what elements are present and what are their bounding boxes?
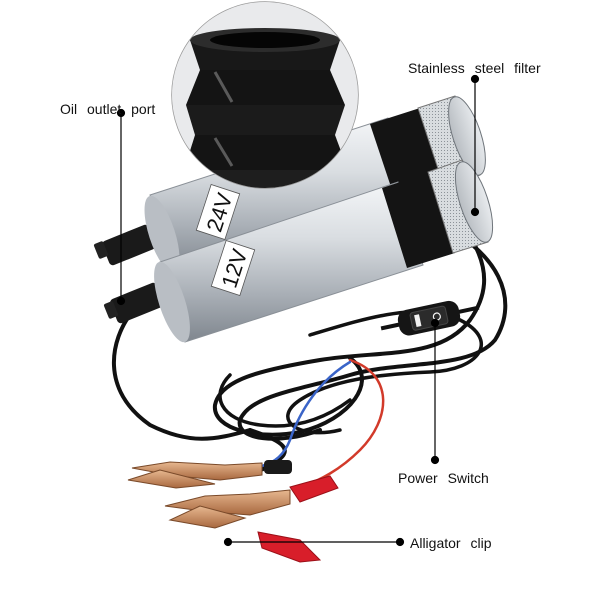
label-alligator-clip: Alligator clip [410, 535, 492, 551]
leader-lines [116, 74, 480, 547]
pump-12v [103, 159, 494, 343]
label-power-switch: Power Switch [398, 470, 489, 486]
voltage-sticker-24v: 24V [195, 184, 241, 240]
zoom-inset [171, 1, 359, 189]
label-oil-outlet-port: Oil outlet port [60, 101, 156, 117]
alligator-clip-lower [164, 475, 339, 563]
label-stainless-steel-filter: Stainless steel filter [408, 60, 541, 76]
rocker-switch [380, 300, 480, 336]
alligator-clip-upper [127, 460, 292, 489]
